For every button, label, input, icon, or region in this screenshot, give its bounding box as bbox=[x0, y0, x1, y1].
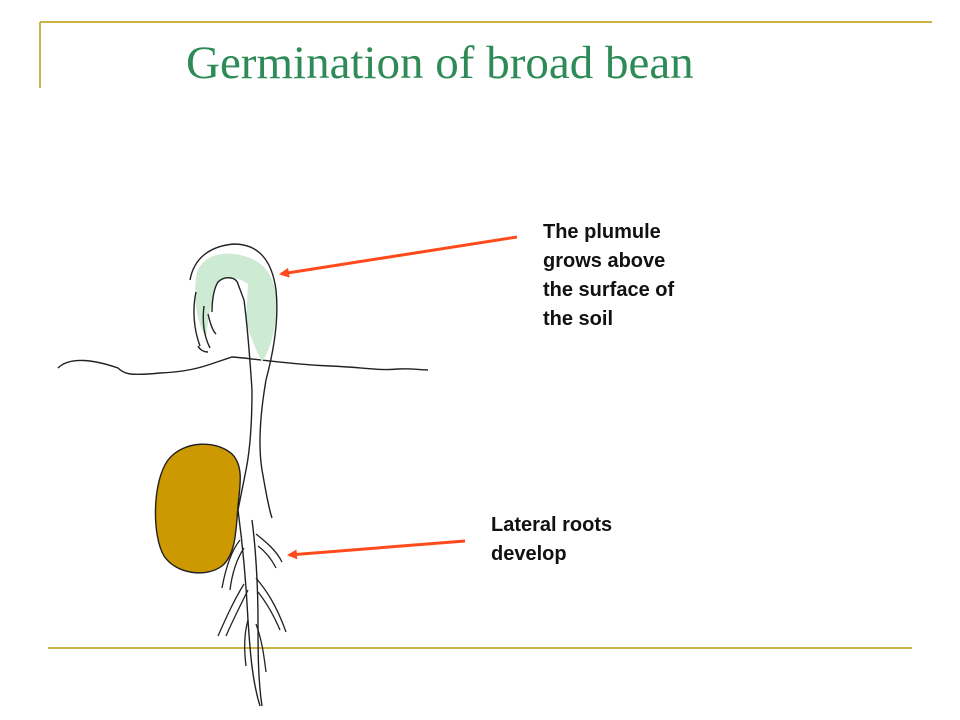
stem-outline-left bbox=[189, 243, 278, 519]
plumule-hook bbox=[195, 253, 277, 362]
stem-outline-right bbox=[211, 277, 253, 511]
lateral-roots-label-line: Lateral roots bbox=[491, 514, 613, 536]
plumule-label-line: grows above bbox=[543, 250, 666, 272]
plumule-label: The plumule grows above the surface of t… bbox=[543, 218, 674, 334]
bean-seed bbox=[154, 443, 241, 574]
plumule-arrow bbox=[279, 235, 518, 278]
plumule-label-line: The plumule bbox=[543, 221, 661, 243]
lateral-roots-label-line: develop bbox=[491, 543, 567, 565]
soil-surface-line bbox=[57, 356, 429, 376]
lateral-roots bbox=[217, 533, 287, 673]
plumule-leaves bbox=[193, 291, 217, 353]
plumule-label-line: the surface of bbox=[543, 279, 675, 301]
lateral-roots-label: Lateral roots develop bbox=[491, 511, 612, 569]
slide-title: Germination of broad bean bbox=[186, 37, 694, 89]
plumule-label-line: the soil bbox=[543, 308, 614, 330]
lateral-roots-arrow bbox=[287, 539, 466, 560]
main-root bbox=[237, 509, 263, 707]
